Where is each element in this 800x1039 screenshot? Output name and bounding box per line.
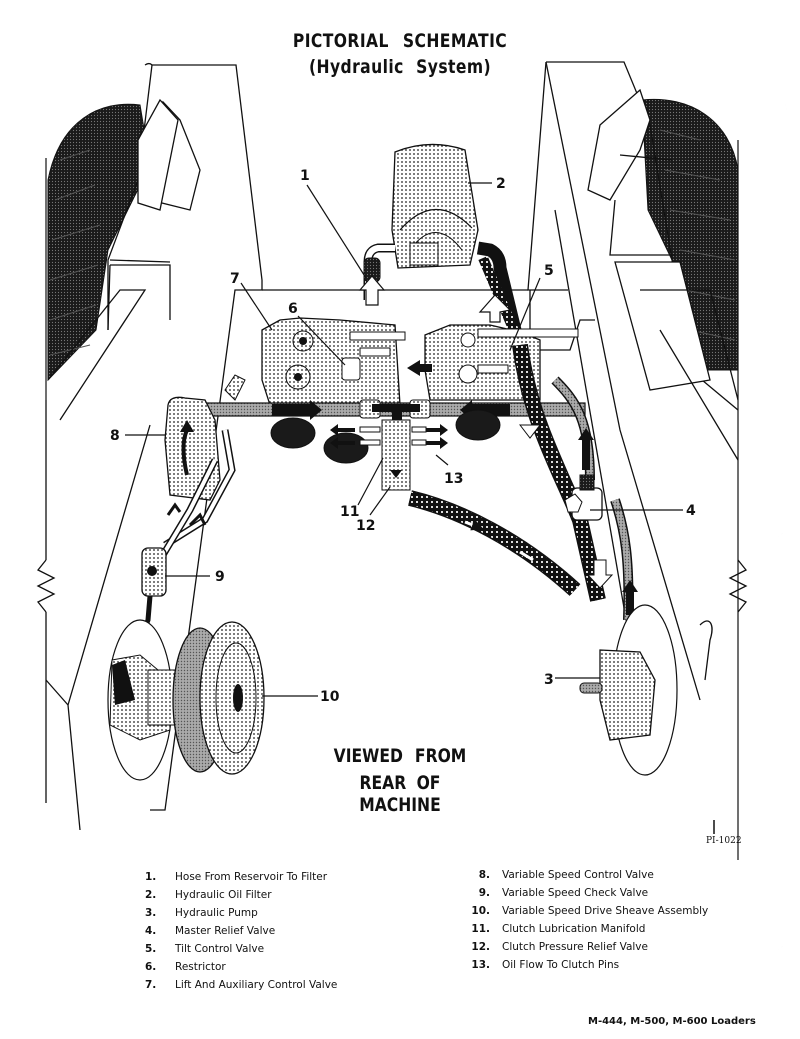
flow-arrow-down-icon bbox=[478, 294, 512, 323]
legend-label: Hose From Reservoir To Filter bbox=[175, 871, 328, 883]
legend-item: 13. Oil Flow To Clutch Pins bbox=[470, 956, 708, 974]
callout-13: 13 bbox=[444, 471, 463, 487]
hydraulic-pump bbox=[579, 604, 678, 776]
hydraulic-oil-filter bbox=[391, 143, 479, 269]
legend-number: 9. bbox=[478, 887, 490, 899]
legend-left: 1. Hose From Reservoir To Filter 2. Hydrau… bbox=[145, 868, 337, 994]
legend-label: Hydraulic Pump bbox=[175, 907, 258, 919]
oil-flow-clutch-pins-arrow-icon bbox=[423, 424, 448, 436]
legend-label: Variable Speed Check Valve bbox=[502, 887, 649, 899]
legend-number: 5. bbox=[145, 943, 157, 955]
callout-5: 5 bbox=[544, 263, 554, 279]
legend-number: 7. bbox=[145, 979, 157, 991]
legend-label: Lift And Auxiliary Control Valve bbox=[175, 979, 338, 991]
binder-hole-middle-icon bbox=[762, 512, 787, 538]
legend-number: 10. bbox=[471, 905, 490, 917]
return-hose bbox=[408, 490, 581, 596]
legend-item: 7. Lift And Auxiliary Control Valve bbox=[145, 976, 337, 994]
legend-number: 1. bbox=[145, 871, 157, 883]
legend-item: 10. Variable Speed Drive Sheave Assembly bbox=[470, 902, 708, 920]
legend-number: 8. bbox=[478, 869, 490, 881]
legend-label: Oil Flow To Clutch Pins bbox=[502, 959, 620, 971]
page-subtitle: (Hydraulic System) bbox=[308, 56, 492, 78]
legend-item: 1. Hose From Reservoir To Filter bbox=[145, 868, 337, 886]
callout-8: 8 bbox=[110, 428, 120, 444]
legend-right: 8. Variable Speed Control Valve 9. Variabl… bbox=[470, 866, 708, 974]
footer-models: M-444, M-500, M-600 Loaders bbox=[588, 1016, 756, 1027]
callout-11: 11 bbox=[340, 504, 359, 520]
legend-label: Variable Speed Control Valve bbox=[502, 869, 654, 881]
tilt-control-valve bbox=[407, 324, 579, 401]
legend-number: 2. bbox=[145, 889, 157, 901]
legend-number: 3. bbox=[145, 907, 157, 919]
flow-arrow-left-icon bbox=[407, 360, 432, 376]
legend-number: 11. bbox=[471, 923, 490, 935]
callout-12: 12 bbox=[356, 518, 375, 534]
binder-hole-bottom-icon bbox=[762, 925, 787, 951]
legend-label: Master Relief Valve bbox=[175, 925, 276, 937]
legend-label: Clutch Pressure Relief Valve bbox=[502, 941, 648, 953]
legend-label: Variable Speed Drive Sheave Assembly bbox=[502, 905, 709, 917]
view-label-line2: REAR OF MACHINE bbox=[359, 772, 441, 816]
legend-item: 5. Tilt Control Valve bbox=[145, 940, 337, 958]
view-label-line1: VIEWED FROM bbox=[333, 745, 467, 767]
lift-auxiliary-control-valve bbox=[261, 317, 406, 406]
callout-leaders bbox=[125, 182, 683, 697]
binder-hole-top-icon bbox=[762, 100, 787, 126]
master-relief-valve bbox=[564, 474, 603, 521]
legend-item: 4. Master Relief Valve bbox=[145, 922, 337, 940]
callout-10: 10 bbox=[320, 689, 340, 705]
legend-item: 6. Restrictor bbox=[145, 958, 337, 976]
tire-right bbox=[641, 98, 739, 860]
frame-right bbox=[527, 61, 748, 701]
callout-9: 9 bbox=[215, 569, 225, 585]
legend-item: 9. Variable Speed Check Valve bbox=[470, 884, 708, 902]
legend-item: 3. Hydraulic Pump bbox=[145, 904, 337, 922]
legend-number: 4. bbox=[145, 925, 157, 937]
legend-item: 2. Hydraulic Oil Filter bbox=[145, 886, 337, 904]
flow-arrow-right-icon bbox=[272, 400, 322, 420]
flow-arrow-up-icon bbox=[578, 428, 594, 470]
legend-item: 11. Clutch Lubrication Manifold bbox=[470, 920, 708, 938]
flow-arrow-up-icon bbox=[622, 580, 638, 615]
callout-7: 7 bbox=[230, 271, 240, 287]
callout-3: 3 bbox=[544, 672, 554, 688]
figure-number: PI-1022 bbox=[706, 836, 742, 846]
legend-label: Tilt Control Valve bbox=[175, 943, 265, 955]
legend-label: Hydraulic Oil Filter bbox=[175, 889, 272, 901]
page-title: PICTORIAL SCHEMATIC bbox=[292, 30, 508, 52]
control-tubes bbox=[156, 429, 236, 562]
clutch-lubrication-manifold bbox=[330, 419, 448, 491]
legend-item: 8. Variable Speed Control Valve bbox=[470, 866, 708, 884]
flow-arrow-up-icon bbox=[358, 275, 386, 306]
callout-2: 2 bbox=[496, 176, 506, 192]
legend-number: 6. bbox=[145, 961, 157, 973]
legend-item: 12. Clutch Pressure Relief Valve bbox=[470, 938, 708, 956]
variable-speed-drive-sheave bbox=[107, 619, 265, 781]
tire-left bbox=[45, 103, 151, 400]
pressure-line bbox=[174, 399, 586, 470]
flow-arrow-down-icon bbox=[586, 559, 614, 589]
callout-1: 1 bbox=[300, 168, 310, 184]
callout-4: 4 bbox=[686, 503, 696, 519]
legend-label: Clutch Lubrication Manifold bbox=[502, 923, 646, 935]
legend-number: 13. bbox=[471, 959, 490, 971]
legend-label: Restrictor bbox=[175, 961, 226, 973]
callout-6: 6 bbox=[288, 301, 298, 317]
restrictor bbox=[341, 357, 361, 381]
legend-number: 12. bbox=[471, 941, 490, 953]
